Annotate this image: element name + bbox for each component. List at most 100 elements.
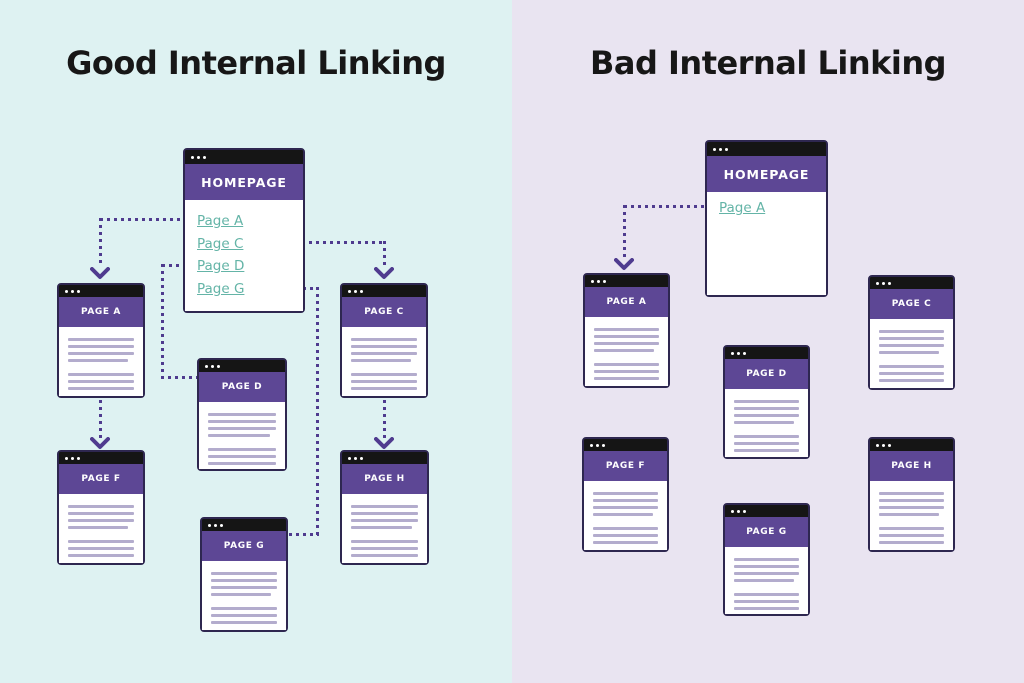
window-page-d-bad: PAGE D: [723, 345, 810, 459]
window-control-dot-icon: [743, 509, 746, 513]
window-control-dot-icon: [719, 147, 722, 151]
text-placeholder-line: [593, 506, 658, 509]
window-title: PAGE C: [891, 299, 932, 309]
window-header: PAGE H: [342, 464, 427, 494]
homepage-link-list: Page A: [707, 192, 826, 217]
text-placeholder-line: [68, 519, 134, 522]
text-placeholder-line: [68, 512, 134, 515]
window-control-dot-icon: [731, 509, 734, 513]
text-placeholder-line: [879, 506, 944, 509]
window-homepage-good: HOMEPAGE Page A Page C Page D Page G: [183, 148, 305, 313]
window-page-g-good: PAGE G: [200, 517, 288, 632]
window-control-dot-icon: [71, 289, 74, 293]
homepage-link-list: Page A Page C Page D Page G: [185, 200, 303, 298]
window-titlebar: [199, 360, 285, 372]
text-placeholder-line: [68, 387, 134, 390]
window-page-h-good: PAGE H: [340, 450, 429, 565]
text-placeholder-line: [879, 499, 944, 502]
text-placeholder-line: [208, 455, 276, 458]
window-control-dot-icon: [211, 364, 214, 368]
window-title: PAGE G: [223, 541, 265, 551]
window-control-dot-icon: [77, 289, 80, 293]
text-placeholder-line: [593, 499, 658, 502]
text-placeholder-line: [351, 554, 418, 557]
window-titlebar: [585, 275, 668, 287]
text-placeholder-line: [594, 342, 659, 345]
text-placeholder-line: [734, 435, 799, 438]
window-control-dot-icon: [888, 281, 891, 285]
text-placeholder-line: [351, 547, 418, 550]
window-control-dot-icon: [737, 351, 740, 355]
connector-homepage-to-page-c: [383, 241, 386, 268]
text-placeholder-line: [593, 492, 658, 495]
connector-homepage-to-page-a: [99, 218, 102, 266]
text-placeholder-line: [68, 554, 134, 557]
homepage-link-page-a[interactable]: Page A: [719, 200, 766, 216]
text-placeholder-line: [734, 593, 799, 596]
window-control-dot-icon: [731, 351, 734, 355]
homepage-link-page-d[interactable]: Page D: [197, 258, 245, 274]
arrowhead-down-icon: [374, 267, 394, 280]
text-placeholder-line: [351, 519, 418, 522]
window-control-dot-icon: [348, 289, 351, 293]
window-header: HOMEPAGE: [707, 156, 826, 192]
window-title: PAGE A: [81, 307, 121, 317]
window-title: PAGE D: [746, 369, 787, 379]
window-page-c-bad: PAGE C: [868, 275, 955, 390]
window-control-dot-icon: [360, 289, 363, 293]
text-placeholder-line: [211, 593, 272, 596]
window-header: PAGE G: [725, 517, 808, 547]
text-placeholder-line: [68, 338, 134, 341]
window-titlebar: [59, 452, 143, 464]
text-placeholder-line: [879, 337, 944, 340]
text-placeholder-line: [68, 380, 134, 383]
text-placeholder-line: [68, 505, 134, 508]
window-title: PAGE F: [605, 461, 646, 471]
window-control-dot-icon: [348, 456, 351, 460]
text-placeholder-line: [211, 579, 277, 582]
arrowhead-down-icon: [90, 267, 110, 280]
window-title: PAGE A: [606, 297, 647, 307]
text-placeholder-line: [208, 434, 270, 437]
window-header: PAGE C: [342, 297, 426, 327]
text-placeholder-line: [68, 352, 134, 355]
text-placeholder-line: [879, 365, 944, 368]
window-control-dot-icon: [220, 523, 223, 527]
text-placeholder-line: [68, 359, 129, 362]
window-header: PAGE C: [870, 289, 953, 319]
arrowhead-down-icon: [614, 258, 634, 271]
window-control-dot-icon: [590, 443, 593, 447]
text-placeholder-line: [351, 373, 417, 376]
window-titlebar: [342, 285, 426, 297]
window-control-dot-icon: [743, 351, 746, 355]
text-placeholder-line: [68, 547, 134, 550]
window-control-dot-icon: [713, 147, 716, 151]
text-placeholder-line: [351, 526, 413, 529]
connector-homepage-to-page-c: [246, 241, 386, 244]
homepage-link-page-c[interactable]: Page C: [197, 235, 244, 252]
homepage-link-page-g[interactable]: Page G: [197, 280, 245, 297]
bad-panel-title: Bad Internal Linking: [589, 44, 947, 82]
text-placeholder-line: [68, 540, 134, 543]
text-placeholder-line: [208, 462, 276, 465]
window-header: PAGE A: [59, 297, 143, 327]
window-control-dot-icon: [217, 364, 220, 368]
window-page-d-good: PAGE D: [197, 358, 287, 471]
text-placeholder-line: [68, 345, 134, 348]
window-header: PAGE D: [199, 372, 285, 402]
text-placeholder-line: [208, 427, 276, 430]
window-control-dot-icon: [876, 281, 879, 285]
window-title: HOMEPAGE: [201, 174, 287, 190]
text-placeholder-line: [734, 565, 799, 568]
text-placeholder-line: [594, 349, 654, 352]
window-titlebar: [342, 452, 427, 464]
homepage-link-page-a[interactable]: Page A: [197, 213, 244, 229]
window-control-dot-icon: [71, 456, 74, 460]
text-placeholder-line: [734, 579, 794, 582]
window-header: PAGE F: [584, 451, 667, 481]
text-placeholder-line: [734, 414, 799, 417]
text-placeholder-line: [351, 512, 418, 515]
text-placeholder-line: [734, 442, 799, 445]
window-control-dot-icon: [77, 456, 80, 460]
